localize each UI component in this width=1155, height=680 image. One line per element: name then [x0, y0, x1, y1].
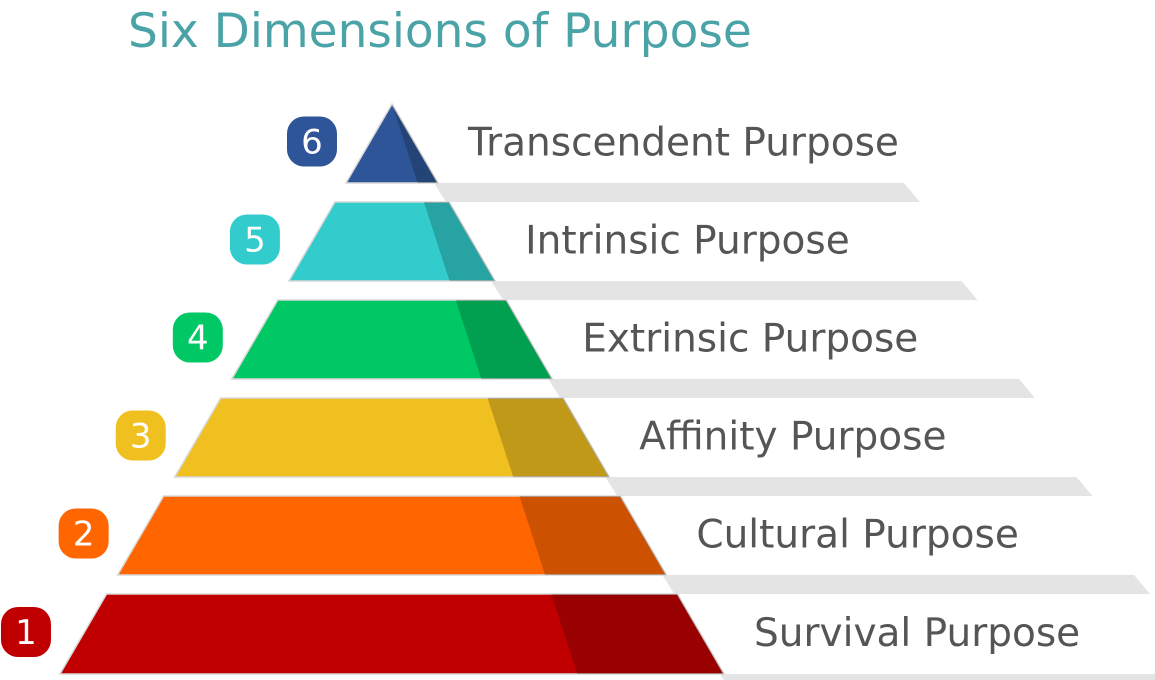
- pyramid-layer-5-shade: [423, 202, 496, 281]
- level-1-number: 1: [15, 613, 37, 653]
- level-5-label: Intrinsic Purpose: [525, 219, 850, 264]
- level-3-number: 3: [130, 417, 152, 457]
- pyramid-layer-5: [287, 201, 497, 282]
- level-1-badge: 1: [0, 607, 51, 657]
- stripe-level-2: [662, 575, 1150, 594]
- pyramid-layer-4-shade: [455, 300, 553, 379]
- level-4-number: 4: [187, 319, 209, 359]
- level-5-badge: 5: [229, 214, 280, 265]
- pyramid-layer-6-shade: [392, 104, 439, 183]
- pyramid-layer-4: [230, 299, 554, 380]
- level-3-label: Affinity Purpose: [639, 415, 946, 460]
- level-2-badge-shape: [58, 508, 109, 559]
- pyramid-layer-1: [58, 593, 726, 675]
- level-6-label: Transcendent Purpose: [467, 121, 899, 166]
- pyramid-layer-2-shade: [519, 496, 667, 575]
- pyramid-layer-3: [173, 397, 611, 478]
- stripe-level-4: [548, 379, 1035, 398]
- level-3-badge: 3: [115, 410, 166, 461]
- diagram-title: Six Dimensions of Purpose: [128, 4, 752, 59]
- level-2-label: Cultural Purpose: [696, 513, 1018, 558]
- level-6-badge-shape: [286, 116, 337, 167]
- pyramid-layer-3-shade: [487, 398, 610, 477]
- level-3-badge-shape: [115, 410, 166, 461]
- stripe-level-5: [491, 281, 978, 300]
- level-5-number: 5: [244, 221, 266, 261]
- stripe-level-3: [605, 477, 1093, 496]
- stripe-level-6: [434, 183, 920, 202]
- level-4-label: Extrinsic Purpose: [582, 317, 918, 362]
- level-6-number: 6: [301, 123, 323, 163]
- level-1-label: Survival Purpose: [754, 611, 1080, 656]
- level-2-badge: 2: [58, 508, 109, 559]
- level-5-badge-shape: [229, 214, 280, 265]
- stripe-level-1: [720, 674, 1155, 680]
- pyramid-layer-6: [344, 102, 440, 184]
- level-6-badge: 6: [286, 116, 337, 167]
- level-2-number: 2: [73, 515, 95, 555]
- pyramid-layer-1-shade: [551, 594, 725, 674]
- level-1-badge-shape: [0, 607, 51, 657]
- pyramid-layer-2: [116, 495, 668, 576]
- level-4-badge: 4: [172, 312, 223, 363]
- level-4-badge-shape: [172, 312, 223, 363]
